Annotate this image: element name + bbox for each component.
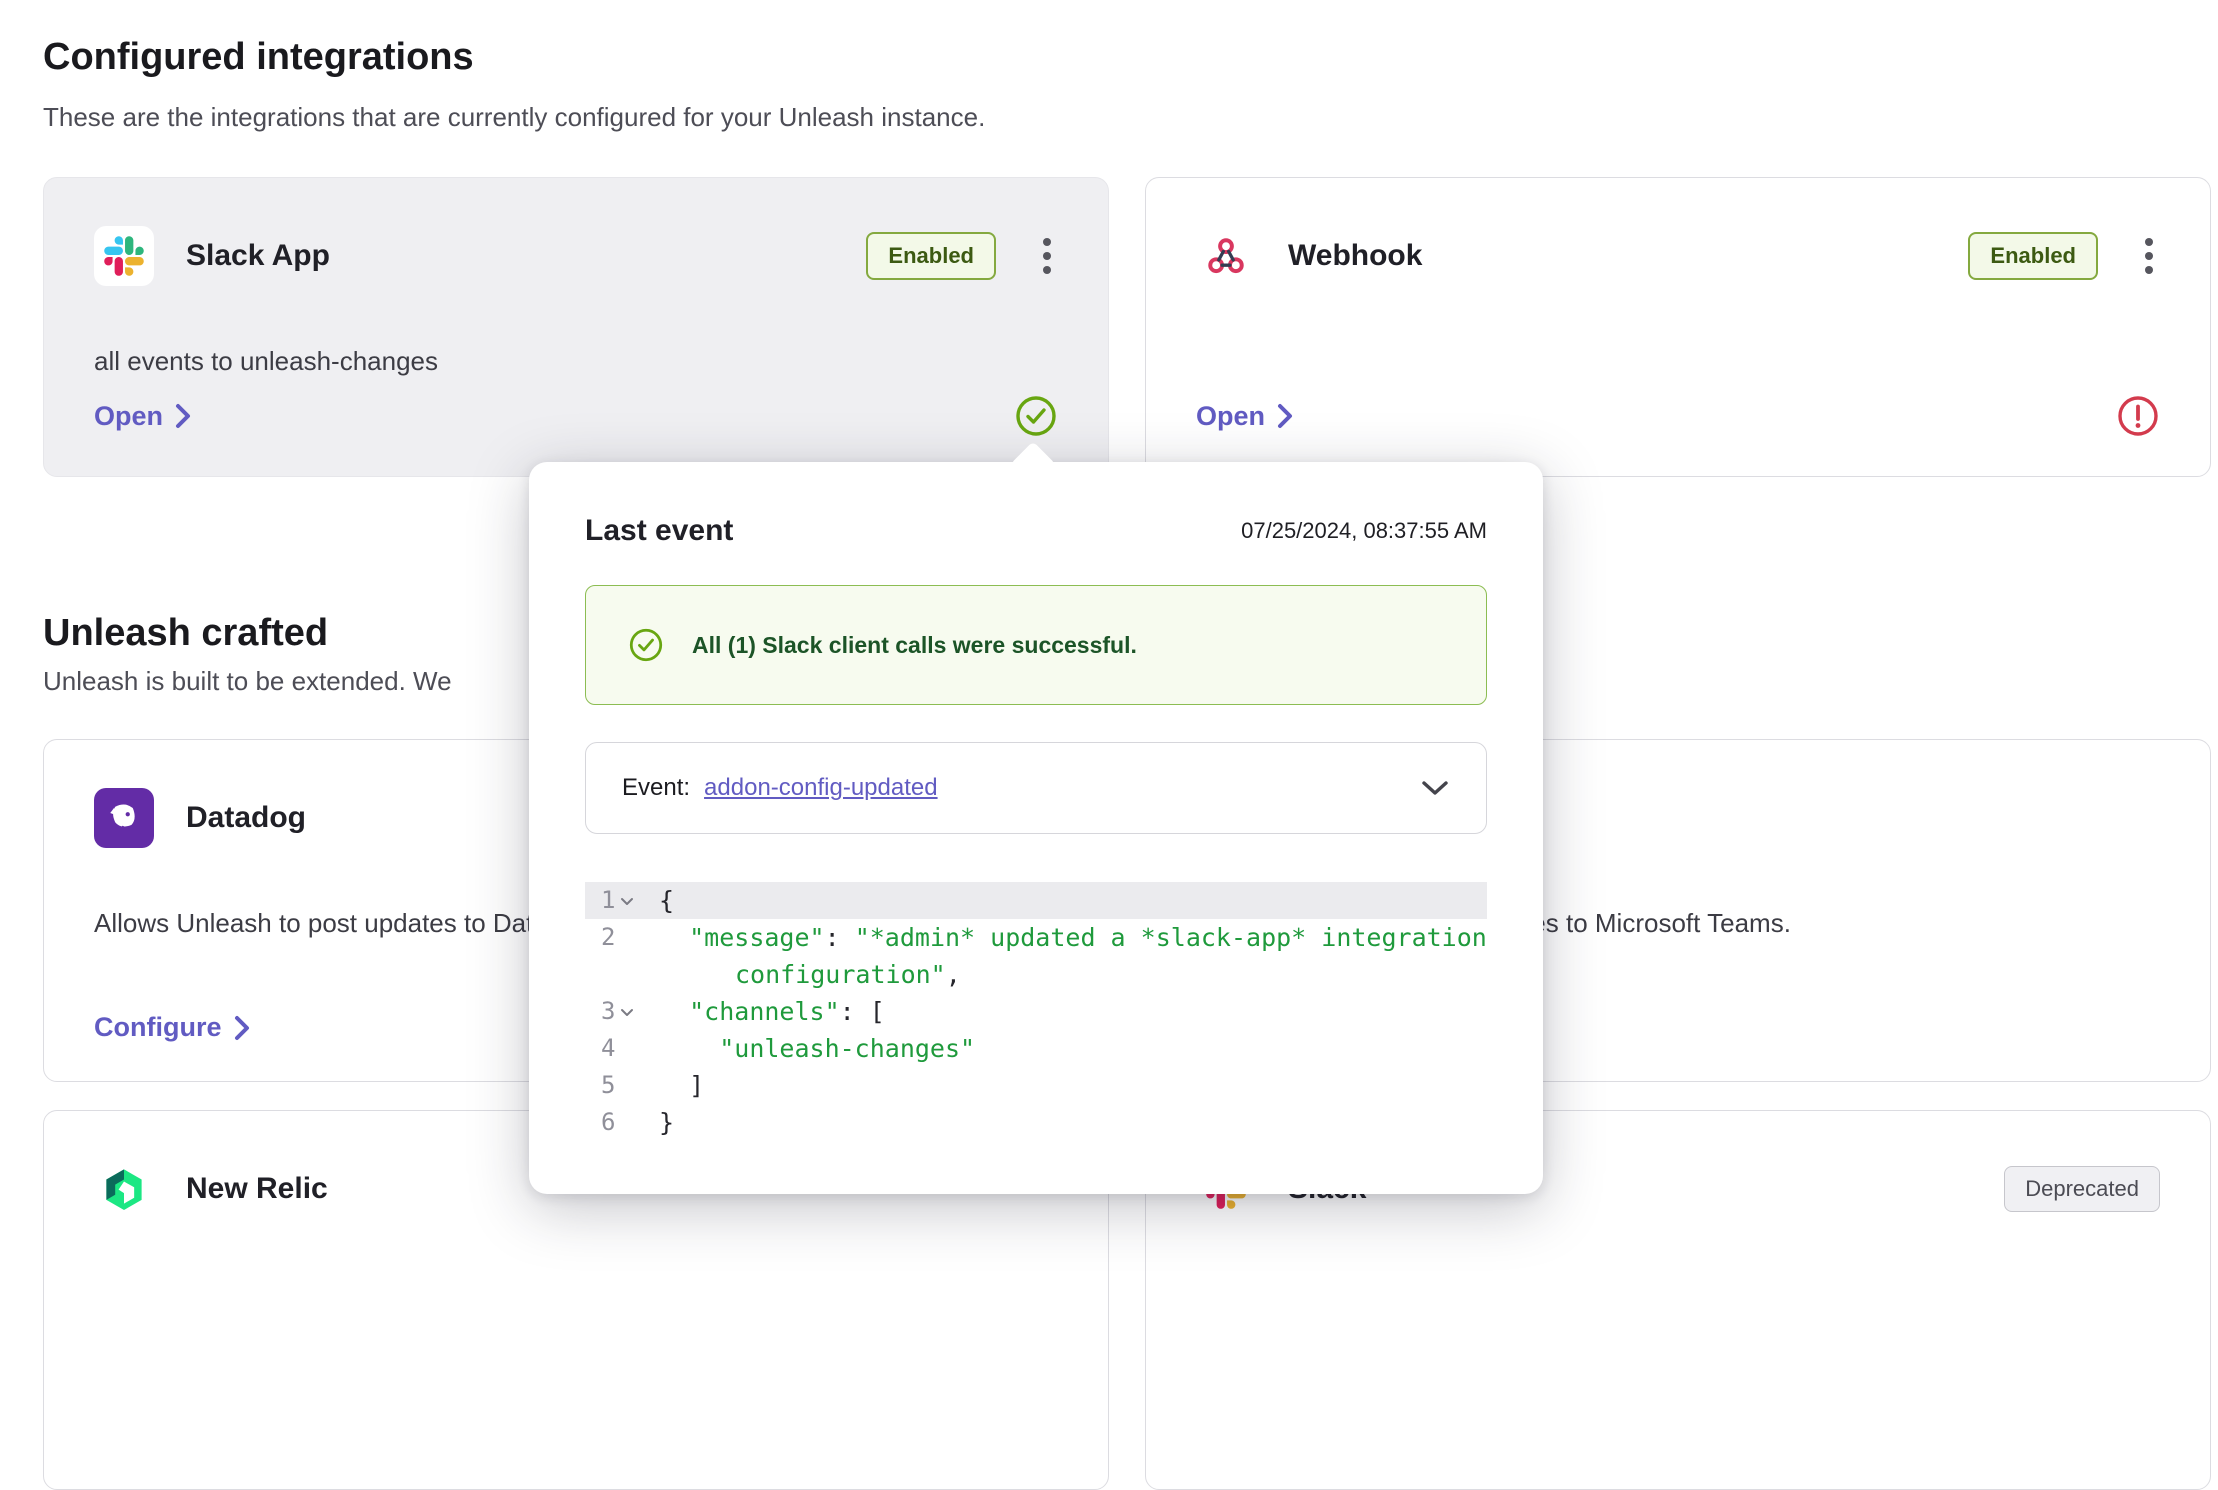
- event-selector[interactable]: Event: addon-config-updated: [585, 742, 1487, 834]
- slack-logo-icon: [94, 226, 154, 286]
- event-label: Event:: [622, 774, 691, 801]
- chevron-down-icon[interactable]: [1420, 779, 1450, 797]
- configure-link[interactable]: Configure: [94, 1012, 250, 1043]
- open-link[interactable]: Open: [1196, 401, 1293, 432]
- error-status-icon[interactable]: [2116, 394, 2160, 438]
- open-link[interactable]: Open: [94, 401, 191, 432]
- page-subtitle: These are the integrations that are curr…: [43, 102, 986, 132]
- card-description: Allows Unleash to post updates to Datado…: [94, 908, 599, 938]
- section-title-unleash-crafted: Unleash crafted: [43, 612, 329, 654]
- code-line: 5 ]: [601, 1071, 705, 1100]
- line-number: 3: [601, 997, 616, 1025]
- line-number: 2: [601, 923, 616, 951]
- open-link-label: Open: [94, 400, 164, 431]
- alert-text: All (1) Slack client calls were successf…: [692, 631, 1137, 658]
- open-link-label: Open: [1196, 400, 1266, 431]
- success-alert: All (1) Slack client calls were successf…: [585, 585, 1487, 705]
- code-line: 3 "channels": [: [601, 997, 885, 1026]
- fold-caret-icon[interactable]: [620, 997, 634, 1025]
- kebab-menu-icon[interactable]: [2138, 234, 2160, 278]
- popover-title: Last event: [585, 514, 734, 547]
- check-circle-icon: [628, 627, 664, 663]
- section-subtitle-unleash-crafted: Unleash is built to be extended. We: [43, 666, 452, 696]
- webhook-logo-icon: [1196, 226, 1256, 286]
- card-title: Datadog: [186, 801, 306, 834]
- line-number: 4: [601, 1034, 616, 1062]
- configure-link-label: Configure: [94, 1012, 222, 1042]
- datadog-logo-icon: [94, 788, 154, 848]
- success-status-icon[interactable]: [1014, 394, 1058, 438]
- code-line: 2 "message": "*admin* updated a *slack-a…: [601, 923, 1502, 989]
- integration-card-slack-app: Slack App Enabled all events to unleash-…: [43, 177, 1109, 477]
- line-number: 5: [601, 1071, 616, 1099]
- chevron-right-icon: [234, 1015, 249, 1040]
- integration-card-webhook: Webhook Enabled Open: [1145, 177, 2211, 477]
- code-line: 4 "unleash-changes": [601, 1034, 976, 1063]
- enabled-badge: Enabled: [1968, 232, 2098, 280]
- code-line: 1{: [585, 882, 1487, 919]
- page-title: Configured integrations: [43, 36, 474, 78]
- kebab-menu-icon[interactable]: [1036, 234, 1058, 278]
- card-title: Webhook: [1288, 239, 1423, 272]
- card-title: Slack App: [186, 239, 330, 272]
- deprecated-badge: Deprecated: [2004, 1166, 2160, 1212]
- chevron-right-icon: [1278, 404, 1293, 428]
- chevron-right-icon: [176, 404, 191, 428]
- fold-caret-icon[interactable]: [620, 886, 634, 914]
- code-line: 6}: [601, 1108, 675, 1137]
- line-number: 6: [601, 1108, 616, 1136]
- last-event-timestamp: 07/25/2024, 08:37:55 AM: [1241, 518, 1487, 543]
- event-link[interactable]: addon-config-updated: [704, 774, 938, 801]
- new-relic-logo-icon: [94, 1159, 154, 1219]
- code-block: 1{2 "message": "*admin* updated a *slack…: [585, 882, 1487, 1141]
- enabled-badge: Enabled: [866, 232, 996, 280]
- card-description: all events to unleash-changes: [94, 346, 439, 376]
- card-title: New Relic: [186, 1172, 328, 1205]
- line-number: 1: [601, 886, 616, 914]
- last-event-popover: Last event 07/25/2024, 08:37:55 AM All (…: [529, 441, 1543, 1194]
